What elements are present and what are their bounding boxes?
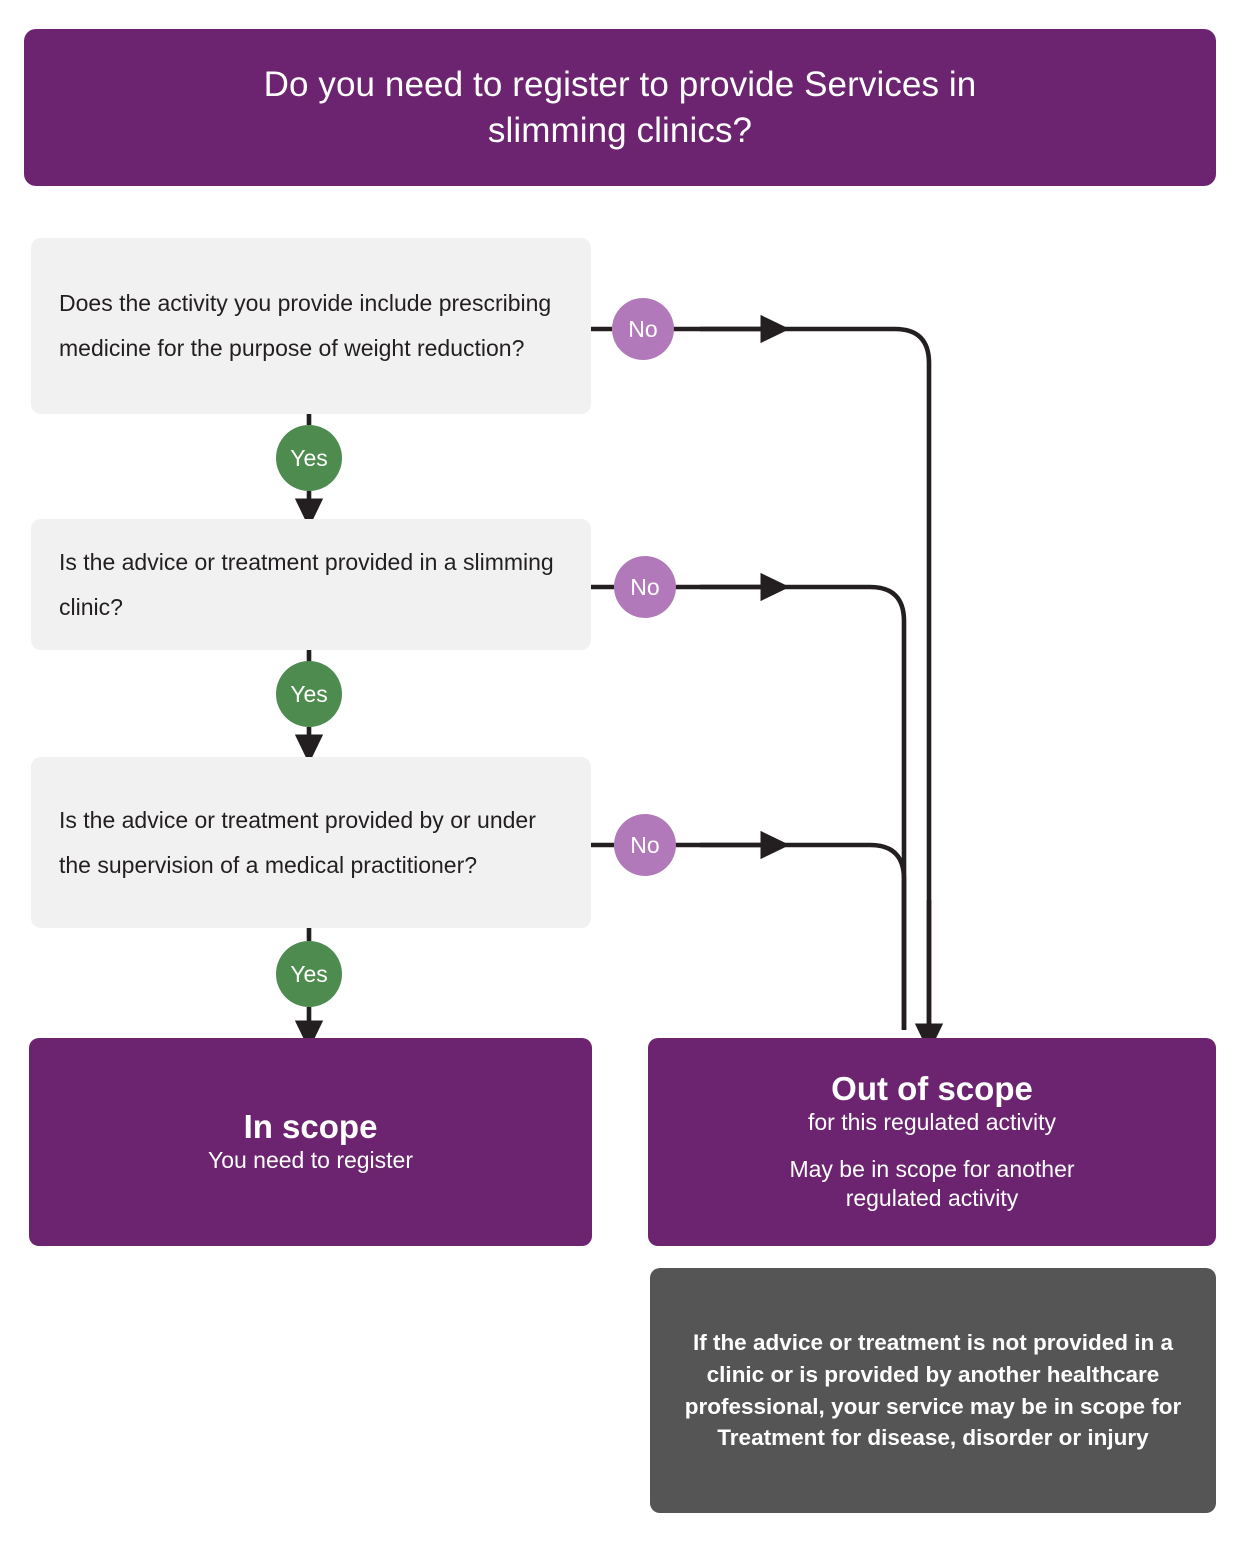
outcome-out-of-scope[interactable]: Out of scope for this regulated activity… [648,1038,1216,1246]
in-scope-subheading: You need to register [207,1147,414,1174]
question-3-text: Is the advice or treatment provided by o… [59,806,536,878]
note-text: If the advice or treatment is not provid… [684,1329,1182,1451]
badge-yes-3[interactable]: Yes [276,941,342,1007]
page-title: Do you need to register to provide Servi… [264,62,977,153]
badge-no-1-label: No [628,315,658,342]
outcome-in-scope[interactable]: In scope You need to register [29,1038,592,1246]
question-box-1[interactable]: Does the activity you provide include pr… [31,238,591,414]
page-title-line-1: Do you need to register to provide Servi… [263,65,977,104]
in-scope-heading: In scope [243,1108,378,1146]
note-box-other-regulated-activity: If the advice or treatment is not provid… [650,1268,1216,1513]
out-of-scope-extra: May be in scope for another regulated ac… [789,1155,1074,1213]
page-title-banner: Do you need to register to provide Servi… [24,29,1216,186]
edge-no3-to-out-of-scope [675,842,907,1030]
badge-yes-1-label: Yes [290,444,328,471]
question-1-text: Does the activity you provide include pr… [59,290,552,361]
badge-yes-2-label: Yes [290,680,328,707]
badge-no-1[interactable]: No [612,298,674,360]
out-of-scope-heading: Out of scope [831,1070,1033,1108]
question-2-text: Is the advice or treatment provided in a… [59,548,554,620]
question-box-2[interactable]: Is the advice or treatment provided in a… [31,519,591,650]
badge-yes-2[interactable]: Yes [276,661,342,727]
question-box-3[interactable]: Is the advice or treatment provided by o… [31,757,591,928]
badge-no-2-label: No [630,573,660,600]
edge-no1-to-out-of-scope [673,326,932,1030]
badge-yes-1[interactable]: Yes [276,425,342,491]
out-of-scope-extra-line-1: May be in scope for another [789,1156,1075,1183]
badge-no-3-label: No [630,831,660,858]
out-of-scope-extra-line-2: regulated activity [845,1184,1019,1211]
badge-no-2[interactable]: No [614,556,676,618]
edge-no2-to-out-of-scope [675,584,907,1030]
badge-yes-3-label: Yes [290,960,328,987]
page-title-line-2: slimming clinics? [487,110,753,150]
badge-no-3[interactable]: No [614,814,676,876]
out-of-scope-subheading: for this regulated activity [807,1109,1056,1136]
